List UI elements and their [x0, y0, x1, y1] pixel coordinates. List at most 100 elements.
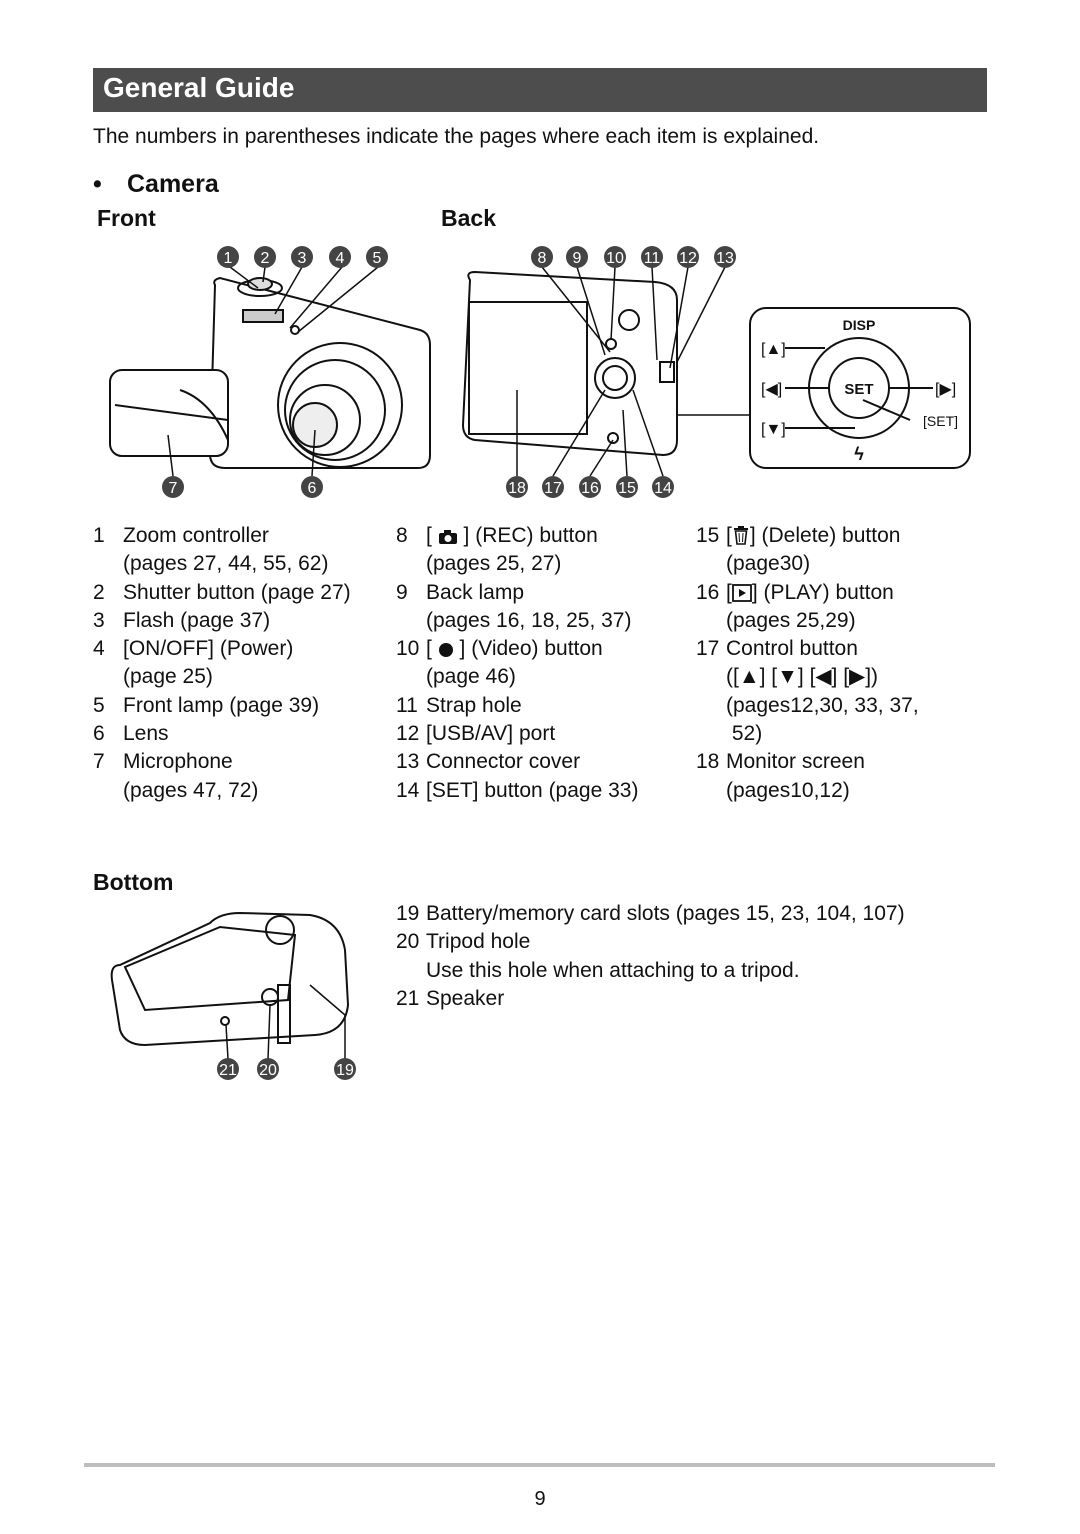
item-bracket: [ — [726, 580, 732, 604]
callout-12 — [677, 246, 699, 268]
record-dot-icon — [438, 643, 453, 658]
callout-1 — [217, 246, 239, 268]
item-text: Back lamp — [426, 580, 525, 604]
item-number: 10 — [396, 637, 420, 661]
item-pages: (pages10,12) — [726, 778, 850, 802]
callout-21-label: 21 — [219, 1062, 237, 1079]
item-number: 9 — [396, 580, 408, 604]
item-text: Shutter button (page 27) — [123, 580, 351, 604]
pad-left-label: [◀] — [761, 381, 782, 398]
list-item: 11 Strap hole — [396, 692, 688, 720]
callout-19-label: 19 — [336, 1062, 354, 1079]
back-heading: Back — [441, 205, 496, 231]
item-number: 11 — [396, 693, 418, 717]
callout-11-label: 11 — [644, 250, 661, 267]
item-pages-cont: 52) — [726, 722, 763, 746]
item-text: Strap hole — [426, 693, 522, 717]
item-pages: (pages 47, 72) — [123, 778, 259, 802]
callout-2 — [254, 246, 276, 268]
item-number: 14 — [396, 778, 420, 802]
callout-9 — [566, 246, 588, 268]
callout-13-label: 13 — [716, 250, 734, 267]
list-item: 16[] (PLAY) button(pages 25,29) — [696, 579, 996, 636]
item-text: ] (Delete) button — [749, 524, 901, 547]
camera-icon — [438, 530, 457, 544]
pad-set-label: [SET] — [923, 413, 958, 429]
callout-18-label: 18 — [508, 480, 526, 497]
pad-down-label: [▼] — [761, 421, 786, 438]
item-pages: (pages 16, 18, 25, 37) — [426, 608, 632, 632]
item-bracket: [ — [426, 524, 432, 547]
item-number: 19 — [396, 902, 420, 925]
flash-window — [242, 309, 284, 323]
callout-16-label: 16 — [581, 480, 599, 497]
item-keys: ([▲] [▼] [◀] [▶]) — [726, 665, 879, 689]
item-number: 13 — [396, 750, 420, 774]
item-text: Lens — [123, 722, 169, 746]
item-text: [SET] button (page 33) — [426, 778, 639, 802]
callout-21 — [217, 1058, 239, 1080]
item-pages: (pages 25,29) — [726, 608, 856, 632]
back-callouts: 8 9 10 11 12 13 14 15 16 17 18 — [506, 246, 736, 498]
callout-8-label: 8 — [538, 250, 547, 267]
list-item: 12[USB/AV] port — [396, 720, 688, 748]
bottom-screen — [123, 925, 297, 1012]
callout-6 — [301, 476, 323, 498]
callout-14 — [652, 476, 674, 498]
page-title: General Guide — [103, 72, 295, 103]
list-item: 10[ ] (Video) button(page 46) — [396, 635, 688, 692]
section-heading-text: Camera — [127, 170, 219, 198]
flash-icon: ϟ — [854, 444, 864, 464]
callout-1-label: 1 — [224, 250, 233, 267]
list-item: 8[ ] (REC) button(pages 25, 27) — [396, 522, 688, 579]
item-number: 20 — [396, 930, 420, 954]
footer-divider — [84, 1463, 995, 1467]
item-number: 3 — [93, 608, 105, 632]
item-number: 1 — [93, 524, 105, 547]
item-pages: (pages 27, 44, 55, 62) — [123, 552, 329, 576]
lens-outer — [277, 342, 403, 468]
callout-14-label: 14 — [654, 480, 672, 497]
trash-icon — [733, 526, 748, 545]
item-text: ] (PLAY) button — [751, 580, 894, 604]
section-heading: • Camera — [93, 170, 219, 199]
bullet: • — [93, 170, 102, 198]
callout-7-label: 7 — [169, 480, 178, 497]
page-number: 9 — [534, 1488, 546, 1510]
item-pages: (pages12,30, 33, 37, — [726, 693, 919, 717]
play-icon — [731, 583, 752, 602]
item-text: Zoom controller — [123, 524, 269, 547]
list-item: 6 Lens — [93, 720, 385, 748]
disp-label: DISP — [843, 317, 876, 333]
item-number: 7 — [93, 750, 105, 774]
callout-12-label: 12 — [679, 250, 697, 267]
pad-up-label: [▲] — [761, 341, 786, 358]
list-item: 9 Back lamp (pages 16, 18, 25, 37) — [396, 579, 688, 636]
pad-right-label: [▶] — [935, 381, 956, 398]
callout-10 — [604, 246, 626, 268]
item-number: 8 — [396, 524, 408, 547]
callout-7 — [162, 476, 184, 498]
callout-5 — [366, 246, 388, 268]
list-item: 1 Zoom controller (pages 27, 44, 55, 62) — [93, 522, 385, 579]
section-title-bar: General Guide — [93, 68, 987, 112]
item-text: ] (Video) button — [459, 637, 603, 661]
callout-9-label: 9 — [573, 250, 582, 267]
item-bracket: [ — [426, 637, 432, 661]
intro-text: The numbers in parentheses indicate the … — [93, 125, 820, 148]
item-number: 4 — [93, 637, 105, 661]
list-item: 4[ON/OFF] (Power)(page 25) — [93, 635, 385, 692]
item-text: Speaker — [426, 986, 505, 1010]
item-text: Microphone — [123, 750, 233, 774]
item-number: 6 — [93, 722, 105, 746]
list-item: 15[] (Delete) button(page30) — [696, 522, 996, 579]
callout-20-label: 20 — [259, 1062, 277, 1079]
